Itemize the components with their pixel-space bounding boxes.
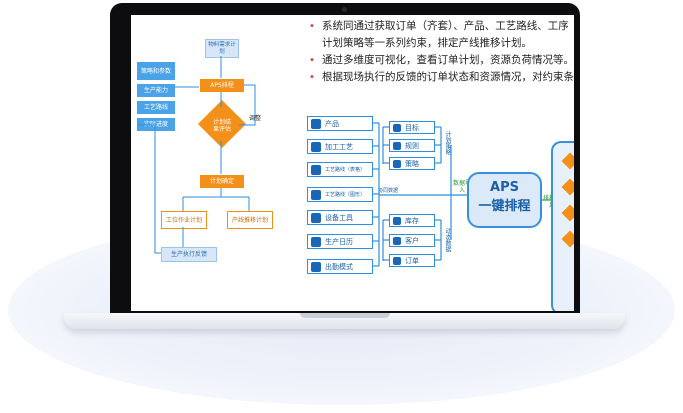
flow-material-plan: 物料需求计划 <box>205 39 239 58</box>
input-route-graph: 工艺路线（图形） <box>307 187 373 202</box>
flow-confirm: 计划确定 <box>200 175 244 188</box>
bullet-2-text: 通过多维度可视化，查看订单计划，资源负荷情况等。 <box>322 54 574 66</box>
laptop-screen: 物料需求计划 APS排程 计划结果评估 调整 计划确定 工位作业计划 产线推移计… <box>131 15 574 311</box>
bullet-1: • 系统同通过获取订单（齐套）、产品、工艺路线、工序 <box>308 18 574 35</box>
tools-icon <box>311 212 321 223</box>
dynamic-inventory: 库存 <box>389 214 435 227</box>
strategy-target-label: 目标 <box>405 123 419 132</box>
flow-material-plan-label: 物料需求计划 <box>208 41 236 55</box>
input-process: 加工工艺 <box>307 139 373 154</box>
order-icon <box>393 256 401 265</box>
bullet-dot: • <box>309 55 315 66</box>
flow-left-item-3: 工艺路线 <box>137 101 175 114</box>
strategy-rule: 规则 <box>389 139 435 152</box>
dynamic-order: 订单 <box>389 254 435 267</box>
dynamic-inventory-label: 库存 <box>405 216 419 225</box>
strategy-policy-label: 策略 <box>405 159 419 168</box>
flow-left-item-3-label: 工艺路线 <box>143 104 168 111</box>
strategy-rule-label: 规则 <box>405 141 419 150</box>
flow-line-plan: 产线推移计划 <box>227 211 273 229</box>
route-table-icon <box>311 164 321 175</box>
label-collab-data: 协同数据 <box>378 188 399 194</box>
aps-title: APS <box>490 180 519 195</box>
label-plan-strategy: 计划策略 <box>444 131 451 155</box>
laptop-base <box>64 313 625 329</box>
bullet-dot: • <box>309 21 315 32</box>
flow-left-item-4: 实际进度 <box>137 118 175 131</box>
route-graph-icon <box>311 189 321 200</box>
input-attendance-label: 出勤模式 <box>325 262 353 271</box>
input-process-label: 加工工艺 <box>325 142 353 151</box>
flow-left-item-2: 生产能力 <box>137 84 175 97</box>
input-attendance: 出勤模式 <box>307 259 373 274</box>
laptop-base-notch <box>300 313 390 318</box>
input-product: 产品 <box>307 116 373 131</box>
dynamic-customer-label: 客户 <box>405 236 419 245</box>
inventory-icon <box>393 216 401 225</box>
aps-subtitle: 一键排程 <box>478 199 531 214</box>
flowchart-connectors <box>137 56 256 254</box>
customer-icon <box>393 236 401 245</box>
input-calendar-label: 生产日历 <box>325 237 353 246</box>
bullet-3-text: 根据现场执行的反馈的订单状态和资源情况，对约束条 <box>322 71 574 83</box>
input-product-label: 产品 <box>325 119 339 128</box>
flow-left-item-4-label: 实际进度 <box>143 121 168 128</box>
flow-confirm-label: 计划确定 <box>209 178 234 185</box>
bullet-dot: • <box>309 72 315 83</box>
diagram-connectors <box>373 122 551 267</box>
label-data-import: 数据导入 <box>453 180 472 194</box>
flow-decision-label: 计划结果评估 <box>212 119 231 133</box>
rule-icon <box>393 141 401 150</box>
dynamic-order-label: 订单 <box>405 256 419 265</box>
clock-icon <box>311 261 321 272</box>
input-route-table-label: 工艺路线（表格） <box>325 167 366 173</box>
product-icon <box>311 118 321 129</box>
flow-line-plan-label: 产线推移计划 <box>231 216 268 224</box>
strategy-policy: 策略 <box>389 157 435 170</box>
input-equipment: 设备工具 <box>307 210 373 225</box>
label-dynamic-data: 动态数据 <box>444 228 451 252</box>
process-icon <box>311 141 321 152</box>
flow-aps: APS排程 <box>200 79 244 92</box>
input-calendar: 生产日历 <box>307 234 373 249</box>
flow-left-item-1: 策略和参数 <box>137 62 175 80</box>
flow-work-plan: 工位作业计划 <box>161 211 207 229</box>
description-bullets: • 系统同通过获取订单（齐套）、产品、工艺路线、工序 计划策略等一系列约束，排定产… <box>308 18 574 86</box>
flow-feedback-label: 生产执行反馈 <box>170 251 207 258</box>
flow-work-plan-label: 工位作业计划 <box>165 216 202 224</box>
bullet-1-cont: 计划策略等一系列约束，排定产线推移计划。 <box>308 35 574 52</box>
target-icon <box>393 123 401 132</box>
dynamic-customer: 客户 <box>389 234 435 247</box>
input-route-graph-label: 工艺路线（图形） <box>325 192 366 198</box>
bullet-2: • 通过多维度可视化，查看订单计划，资源负荷情况等。 <box>308 52 574 69</box>
flow-aps-label: APS排程 <box>210 82 234 89</box>
calendar-icon <box>311 236 321 247</box>
camera-dot <box>342 7 347 12</box>
strategy-target: 目标 <box>389 121 435 134</box>
input-route-table: 工艺路线（表格） <box>307 162 373 177</box>
flow-left-item-1-label: 策略和参数 <box>140 67 171 75</box>
bullet-1-text: 系统同通过获取订单（齐套）、产品、工艺路线、工序 <box>322 20 569 32</box>
input-equipment-label: 设备工具 <box>325 213 353 222</box>
flow-feedback: 生产执行反馈 <box>161 247 217 262</box>
key-icon <box>393 159 401 168</box>
aps-engine: APS 一键排程 <box>467 172 542 228</box>
bullet-1-cont-text: 计划策略等一系列约束，排定产线推移计划。 <box>322 37 532 49</box>
bullet-3: • 根据现场执行的反馈的订单状态和资源情况，对约束条 <box>308 69 574 86</box>
flow-left-item-2-label: 生产能力 <box>143 87 168 94</box>
